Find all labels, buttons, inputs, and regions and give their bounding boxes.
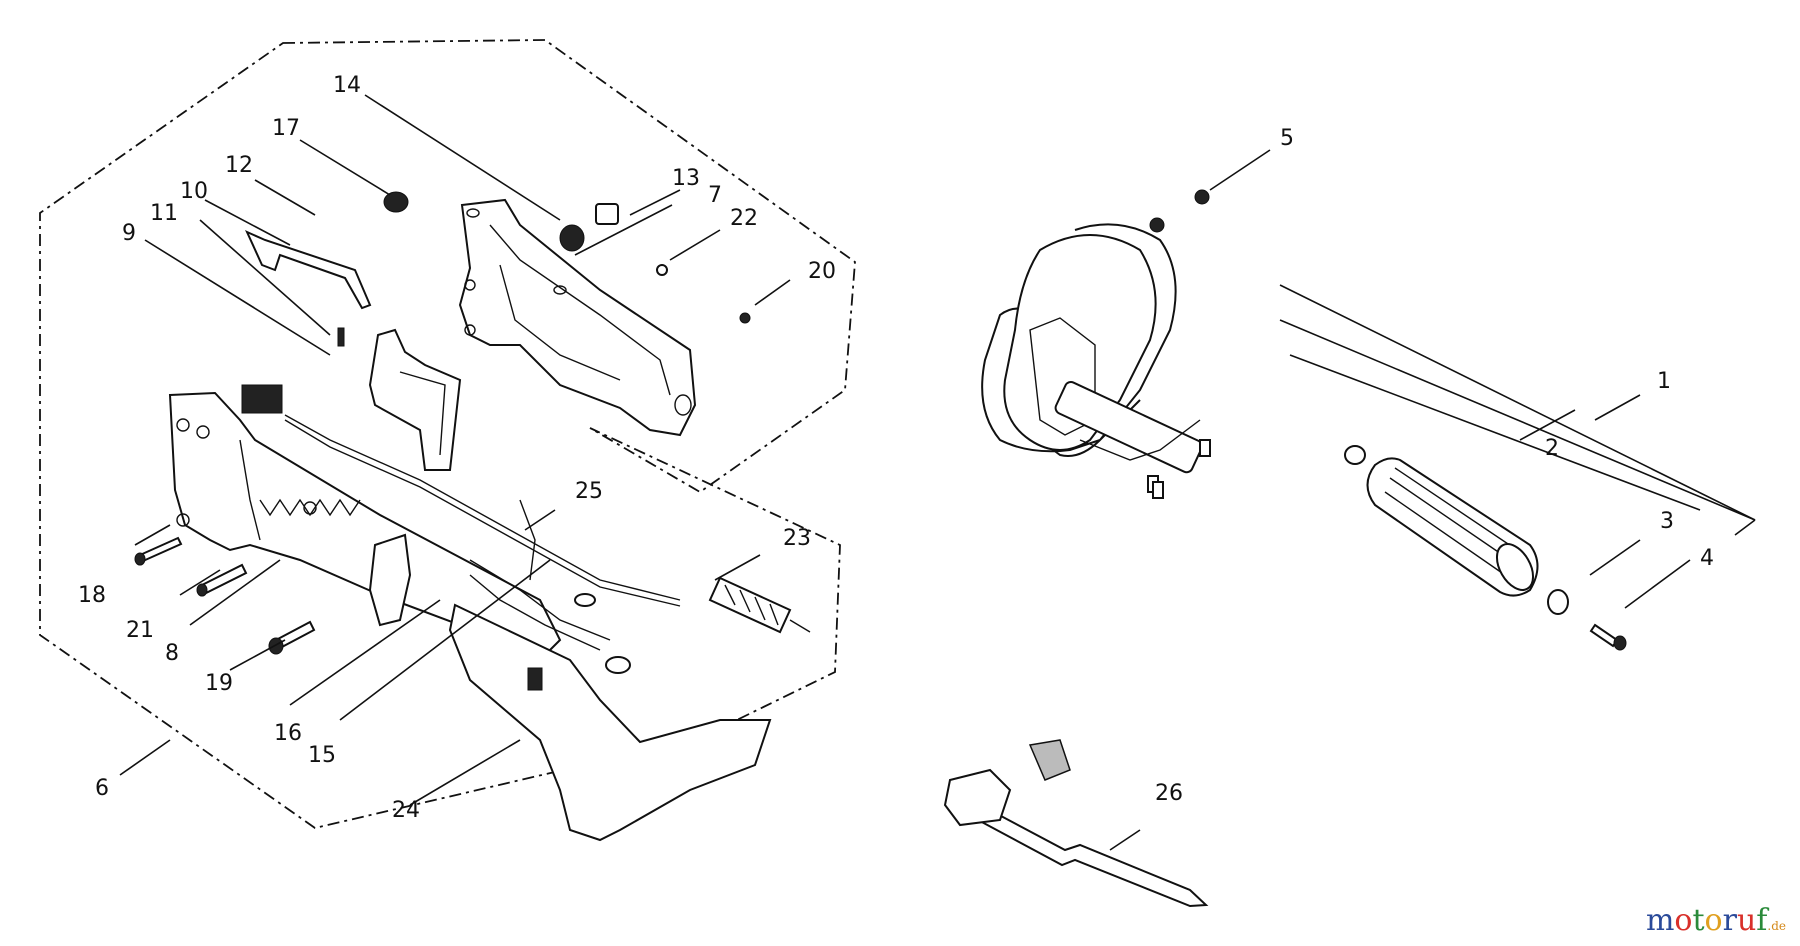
callout-13: 13	[672, 166, 700, 191]
callout-23: 23	[783, 526, 811, 551]
lever-spring	[337, 327, 345, 347]
wire-terminal-b	[605, 656, 631, 674]
ignition-wire	[519, 499, 536, 581]
callout-10: 10	[180, 179, 208, 204]
handle-grip	[1366, 457, 1539, 597]
stop-switch	[241, 384, 283, 414]
watermark-letter: u	[1736, 903, 1757, 938]
handle-housing-left	[168, 391, 562, 662]
assembly-group-outline	[39, 39, 856, 829]
bolt-5d	[1199, 439, 1211, 457]
callout-4: 4	[1700, 546, 1714, 571]
screw-4	[1589, 623, 1627, 651]
small-nut-part	[739, 312, 751, 324]
throttle-cable	[284, 414, 681, 601]
callout-8: 8	[165, 641, 179, 666]
wire-terminal-a	[574, 593, 596, 607]
throttle-trigger	[368, 328, 462, 471]
threaded-insert	[1344, 445, 1366, 465]
washer-3	[1547, 589, 1569, 615]
callout-2: 2	[1545, 436, 1559, 461]
watermark-letter: o	[1704, 903, 1723, 938]
callout-labels: 1 2 3 4 5 6 7 8 9 10 11 12 13 14 15 16 1…	[78, 73, 1714, 823]
callout-15: 15	[308, 743, 336, 768]
handle-spring	[259, 498, 361, 517]
callout-25: 25	[575, 479, 603, 504]
watermark-letter: r	[1722, 903, 1737, 938]
stop-switch-knob	[595, 203, 619, 225]
callout-5: 5	[1280, 126, 1294, 151]
callout-7: 7	[708, 183, 722, 208]
callout-6: 6	[95, 776, 109, 801]
callout-9: 9	[122, 221, 136, 246]
watermark-letter: t	[1692, 903, 1705, 938]
callout-16: 16	[274, 721, 302, 746]
callout-24: 24	[392, 798, 420, 823]
screw-21	[196, 563, 248, 597]
callout-26: 26	[1155, 781, 1183, 806]
loop-handle-bracket	[981, 223, 1203, 474]
nut-part	[656, 264, 668, 276]
nut-5b	[1194, 189, 1210, 205]
callout-19: 19	[205, 671, 233, 696]
watermark-letter: f	[1756, 903, 1768, 938]
callout-17: 17	[272, 116, 300, 141]
leader-lines	[119, 94, 1756, 851]
watermark-letter: o	[1674, 903, 1693, 938]
handle-housing-right	[458, 198, 697, 437]
callout-12: 12	[225, 153, 253, 178]
site-watermark: motoruf.de	[1646, 903, 1786, 938]
callout-18: 18	[78, 583, 106, 608]
watermark-suffix: .de	[1767, 919, 1786, 933]
spark-plug-wrench	[943, 739, 1209, 908]
cable-end-spring	[708, 576, 792, 634]
callout-3: 3	[1660, 509, 1674, 534]
callout-11: 11	[150, 201, 178, 226]
screw-18	[134, 536, 183, 566]
screw-19	[268, 620, 316, 655]
spring-part	[559, 224, 585, 252]
callout-22: 22	[730, 206, 758, 231]
callout-1: 1	[1657, 369, 1671, 394]
nut-5a	[1149, 217, 1165, 233]
shaft-clamp	[448, 603, 772, 842]
watermark-letter: m	[1645, 903, 1675, 938]
throttle-lock-lever	[245, 230, 372, 310]
callout-14: 14	[333, 73, 361, 98]
callout-21: 21	[126, 618, 154, 643]
grommet-part	[383, 191, 409, 213]
clamp-label-patch	[527, 667, 543, 691]
callout-20: 20	[808, 259, 836, 284]
